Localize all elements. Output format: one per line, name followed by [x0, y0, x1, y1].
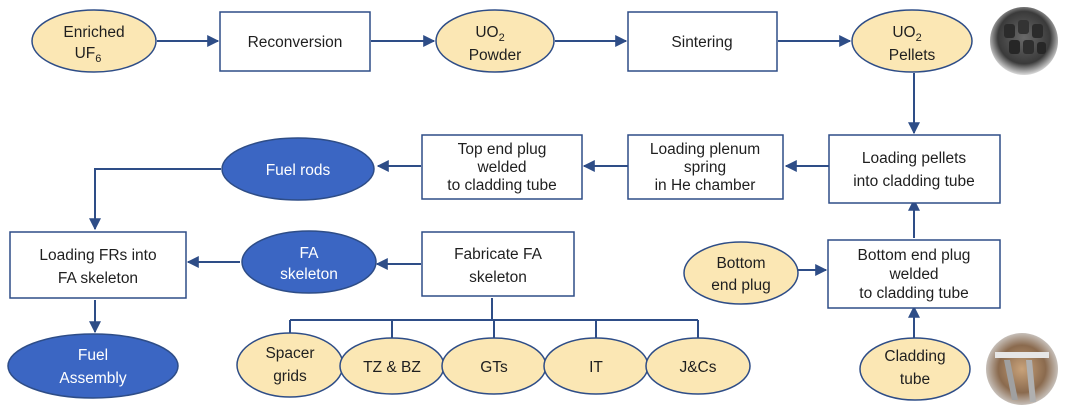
tz-bz-label: TZ & BZ [363, 359, 421, 376]
node-fuel-assembly: Fuel Assembly [7, 333, 179, 399]
loading-pellets-line1: Loading pellets [862, 150, 967, 167]
node-fabricate-fa: Fabricate FA skeleton [421, 231, 575, 297]
loading-pellets-line2: into cladding tube [853, 173, 975, 190]
node-spacer-grids: Spacer grids [236, 332, 344, 398]
fuel-assembly-line1: Fuel [78, 347, 108, 364]
fuel-rods-label: Fuel rods [266, 162, 331, 179]
reconversion-label: Reconversion [248, 34, 343, 51]
bottom-plug-line2: end plug [711, 277, 770, 294]
enriched-label: Enriched [63, 24, 124, 41]
bottom-weld-line1: Bottom end plug [858, 247, 971, 264]
plenum-line1: Loading plenum [650, 141, 760, 158]
node-tz-bz: TZ & BZ [339, 337, 445, 395]
node-fa-skeleton: FA skeleton [241, 230, 377, 294]
arrow-fuelrods-to-loadingfrs [89, 168, 221, 231]
node-uo2-pellets: UO2 Pellets [851, 9, 973, 73]
powder-label: Powder [469, 47, 522, 64]
node-gts: GTs [441, 337, 547, 395]
node-loading-frs: Loading FRs into FA skeleton [9, 231, 187, 299]
cladding-tube-photo [986, 333, 1058, 405]
bottom-plug-line1: Bottom [716, 255, 765, 272]
node-loading-plenum: Loading plenum spring in He chamber [627, 134, 784, 200]
fa-skeleton-line2: skeleton [280, 266, 338, 283]
bottom-weld-line3: to cladding tube [859, 285, 968, 302]
bottom-weld-line2: welded [888, 266, 938, 283]
connectors [89, 35, 920, 340]
sintering-label: Sintering [671, 34, 732, 51]
fabricate-line1: Fabricate FA [454, 246, 543, 263]
spacer-line2: grids [273, 368, 307, 385]
uf6-label: UF6 [75, 45, 102, 65]
top-plug-line2: welded [476, 159, 526, 176]
gts-label: GTs [480, 359, 508, 376]
it-label: IT [589, 359, 603, 376]
pellets-photo [990, 7, 1058, 75]
node-cladding-tube: Cladding tube [859, 337, 971, 401]
node-sintering: Sintering [627, 11, 778, 72]
spacer-line1: Spacer [265, 345, 314, 362]
node-it: IT [543, 337, 649, 395]
top-plug-line1: Top end plug [458, 141, 547, 158]
fuel-assembly-line2: Assembly [59, 370, 126, 387]
node-bottom-end-plug: Bottom end plug [683, 241, 799, 305]
loading-frs-line2: FA skeleton [58, 270, 138, 287]
loading-frs-line1: Loading FRs into [39, 247, 156, 264]
jcs-label: J&Cs [679, 359, 716, 376]
top-plug-line3: to cladding tube [447, 177, 556, 194]
node-uo2-powder: UO2 Powder [435, 9, 555, 73]
plenum-line2: spring [684, 159, 726, 176]
node-fuel-rods: Fuel rods [221, 137, 375, 201]
plenum-line3: in He chamber [655, 177, 756, 194]
pellets-label: Pellets [889, 47, 936, 64]
uo2-pellets-formula: UO2 [892, 24, 921, 44]
node-jcs: J&Cs [645, 337, 751, 395]
cladding-line2: tube [900, 371, 930, 388]
fa-skeleton-line1: FA [300, 245, 320, 262]
uo2-powder-formula: UO2 [475, 24, 504, 44]
node-top-end-plug: Top end plug welded to cladding tube [421, 134, 583, 200]
fabricate-line2: skeleton [469, 269, 527, 286]
cladding-line1: Cladding [884, 348, 945, 365]
node-bottom-end-plug-weld: Bottom end plug welded to cladding tube [827, 239, 1001, 309]
node-reconversion: Reconversion [219, 11, 371, 72]
node-enriched-uf6: Enriched UF6 [31, 9, 157, 73]
node-loading-pellets: Loading pellets into cladding tube [828, 134, 1001, 204]
